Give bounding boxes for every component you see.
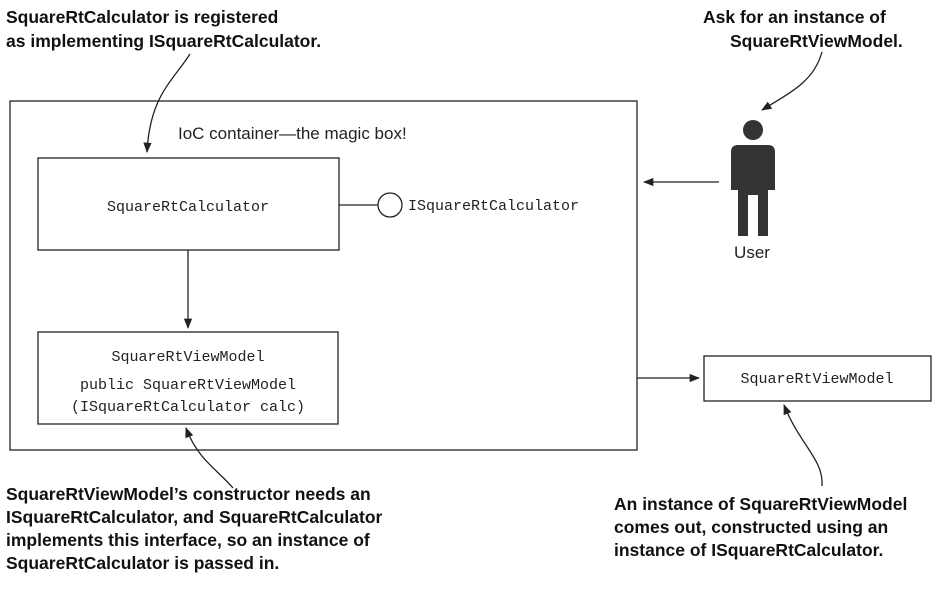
user-icon [731,120,775,236]
note-top-left: SquareRtCalculator is registered as impl… [6,7,321,51]
interface-label: ISquareRtCalculator [408,198,579,215]
note-top-right: Ask for an instance of SquareRtViewModel… [703,7,903,51]
viewmodel-box-constructor: public SquareRtViewModel [80,377,296,394]
output-callout-arrow [783,404,823,487]
note-bottom-left-line-1: SquareRtViewModel’s constructor needs an [6,484,371,504]
note-bottom-left: SquareRtViewModel’s constructor needs an… [6,484,387,573]
note-bottom-right: An instance of SquareRtViewModel comes o… [614,494,912,560]
interface-lollipop [377,192,403,218]
note-bottom-right-line-3: instance of ISquareRtCalculator. [614,540,883,560]
calculator-box-label: SquareRtCalculator [107,199,269,216]
request-callout-arrow [761,51,823,111]
viewmodel-box [37,331,339,425]
output-viewmodel-box [703,355,932,402]
note-bottom-right-line-2: comes out, constructed using an [614,517,888,537]
note-top-right-line-1: Ask for an instance of [703,7,886,27]
container-title: IoC container—the magic box! [178,124,407,143]
viewmodel-box-parameter: (ISquareRtCalculator calc) [71,399,305,416]
user-label: User [734,243,770,262]
calculator-box [37,157,340,251]
registration-callout-arrow [143,53,191,154]
output-viewmodel-label: SquareRtViewModel [740,371,893,388]
note-top-left-line-1: SquareRtCalculator is registered [6,7,278,27]
note-bottom-left-line-4: SquareRtCalculator is passed in. [6,553,279,573]
constructor-callout-arrow [185,427,234,489]
note-bottom-left-line-3: implements this interface, so an instanc… [6,530,370,550]
note-top-left-line-2: as implementing ISquareRtCalculator. [6,31,321,51]
note-top-right-line-2: SquareRtViewModel. [730,31,903,51]
note-bottom-left-line-2: ISquareRtCalculator, and SquareRtCalcula… [6,507,383,527]
note-bottom-right-line-1: An instance of SquareRtViewModel [614,494,907,514]
viewmodel-box-title: SquareRtViewModel [111,349,264,366]
